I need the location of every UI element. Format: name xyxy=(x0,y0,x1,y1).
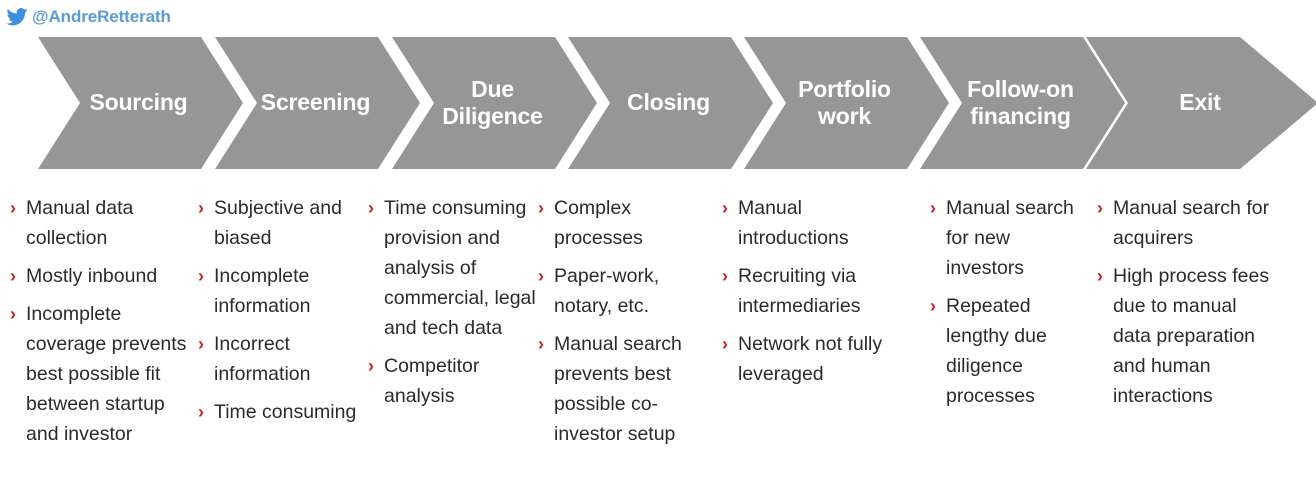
chevron-bullet-icon: › xyxy=(722,198,728,218)
list-item: › Incomplete information xyxy=(198,261,370,321)
chevron-bullet-icon: › xyxy=(1097,266,1103,286)
list-item: › Manual search prevents best possible c… xyxy=(538,329,713,449)
list-item: › Incomplete coverage prevents best poss… xyxy=(10,299,188,449)
stage-label-portfolio-work: Portfolio work xyxy=(798,75,891,129)
list-item-label: Network not fully leveraged xyxy=(738,333,883,385)
list-item-label: Manual data collection xyxy=(26,197,134,249)
chevron-bullet-icon: › xyxy=(368,198,374,218)
list-item-label: Subjective and biased xyxy=(214,197,342,249)
bullet-column-exit: › Manual search for acquirers › High pro… xyxy=(1097,193,1277,419)
list-item: › Network not fully leveraged xyxy=(722,329,907,389)
chevron-bullet-icon: › xyxy=(722,266,728,286)
chevron-bullet-icon: › xyxy=(368,356,374,376)
chevron-bullet-icon: › xyxy=(198,402,204,422)
list-item: › Competitor analysis xyxy=(368,351,536,411)
list-item-label: High process fees due to manual data pre… xyxy=(1113,265,1270,407)
list-item-label: Incomplete information xyxy=(214,265,311,317)
stage-label-sourcing: Sourcing xyxy=(89,89,188,116)
stage-chevron-follow-on-financing[interactable]: Follow-on financing xyxy=(920,37,1125,169)
chevron-bullet-icon: › xyxy=(198,266,204,286)
chevron-bullet-icon: › xyxy=(10,266,16,286)
bullet-column-screening: › Subjective and biased › Incomplete inf… xyxy=(198,193,370,435)
chevron-bullet-icon: › xyxy=(198,334,204,354)
list-item: › Subjective and biased xyxy=(198,193,370,253)
list-item-label: Time consuming provision and analysis of… xyxy=(384,197,536,339)
list-item-label: Manual introductions xyxy=(738,197,849,249)
list-item: › Time consuming provision and analysis … xyxy=(368,193,536,343)
list-item: › High process fees due to manual data p… xyxy=(1097,261,1277,411)
twitter-handle-label: @AndreRetterath xyxy=(32,7,171,26)
list-item: › Manual introductions xyxy=(722,193,907,253)
stage-label-due-diligence: Due Diligence xyxy=(442,75,543,129)
chevron-bullet-icon: › xyxy=(1097,198,1103,218)
list-item: › Mostly inbound xyxy=(10,261,188,291)
chevron-bullet-icon: › xyxy=(930,296,936,316)
list-item: › Incorrect information xyxy=(198,329,370,389)
stage-label-screening: Screening xyxy=(260,89,371,116)
stage-chevron-portfolio-work[interactable]: Portfolio work xyxy=(744,37,949,169)
bullet-column-portfolio-work: › Manual introductions › Recruiting via … xyxy=(722,193,907,397)
bullet-column-sourcing: › Manual data collection › Mostly inboun… xyxy=(10,193,188,457)
list-item: › Complex processes xyxy=(538,193,713,253)
process-chevron-band: Sourcing Screening Due Diligence Closing… xyxy=(0,37,1316,169)
twitter-bird-icon xyxy=(6,6,28,28)
chevron-bullet-icon: › xyxy=(538,334,544,354)
list-item-label: Paper-work, notary, etc. xyxy=(554,265,660,317)
chevron-bullet-icon: › xyxy=(538,266,544,286)
list-item: › Time consuming xyxy=(198,397,370,427)
twitter-handle: @AndreRetterath xyxy=(6,4,171,30)
stage-label-exit: Exit xyxy=(1179,89,1221,116)
list-item-label: Complex processes xyxy=(554,197,643,249)
stage-chevron-screening[interactable]: Screening xyxy=(215,37,420,169)
list-item: › Manual data collection xyxy=(10,193,188,253)
bullet-column-closing: › Complex processes › Paper-work, notary… xyxy=(538,193,713,457)
stage-chevron-closing[interactable]: Closing xyxy=(568,37,773,169)
bullet-column-follow-on-financing: › Manual search for new investors › Repe… xyxy=(930,193,1090,419)
chevron-bullet-icon: › xyxy=(722,334,728,354)
list-item-label: Mostly inbound xyxy=(26,265,158,287)
list-item-label: Manual search prevents best possible co-… xyxy=(554,333,682,445)
list-item-label: Manual search for acquirers xyxy=(1113,197,1270,249)
chevron-bullet-icon: › xyxy=(930,198,936,218)
stage-chevron-sourcing[interactable]: Sourcing xyxy=(38,37,243,169)
list-item-label: Time consuming xyxy=(214,401,357,423)
stage-label-closing: Closing xyxy=(627,89,710,116)
stage-label-follow-on-financing: Follow-on financing xyxy=(967,75,1074,129)
chevron-bullet-icon: › xyxy=(10,304,16,324)
list-item: › Recruiting via intermediaries xyxy=(722,261,907,321)
list-item-label: Incomplete coverage prevents best possib… xyxy=(26,303,187,445)
bullet-column-due-diligence: › Time consuming provision and analysis … xyxy=(368,193,536,419)
stage-chevron-due-diligence[interactable]: Due Diligence xyxy=(392,37,597,169)
list-item: › Paper-work, notary, etc. xyxy=(538,261,713,321)
list-item-label: Incorrect information xyxy=(214,333,311,385)
chevron-bullet-icon: › xyxy=(538,198,544,218)
stage-pain-point-columns: › Manual data collection › Mostly inboun… xyxy=(0,193,1316,483)
chevron-bullet-icon: › xyxy=(198,198,204,218)
list-item-label: Manual search for new investors xyxy=(946,197,1074,279)
list-item: › Repeated lengthy due diligence process… xyxy=(930,291,1090,411)
list-item-label: Competitor analysis xyxy=(384,355,480,407)
list-item: › Manual search for acquirers xyxy=(1097,193,1277,253)
list-item-label: Repeated lengthy due diligence processes xyxy=(946,295,1047,407)
list-item-label: Recruiting via intermediaries xyxy=(738,265,861,317)
chevron-bullet-icon: › xyxy=(10,198,16,218)
list-item: › Manual search for new investors xyxy=(930,193,1090,283)
